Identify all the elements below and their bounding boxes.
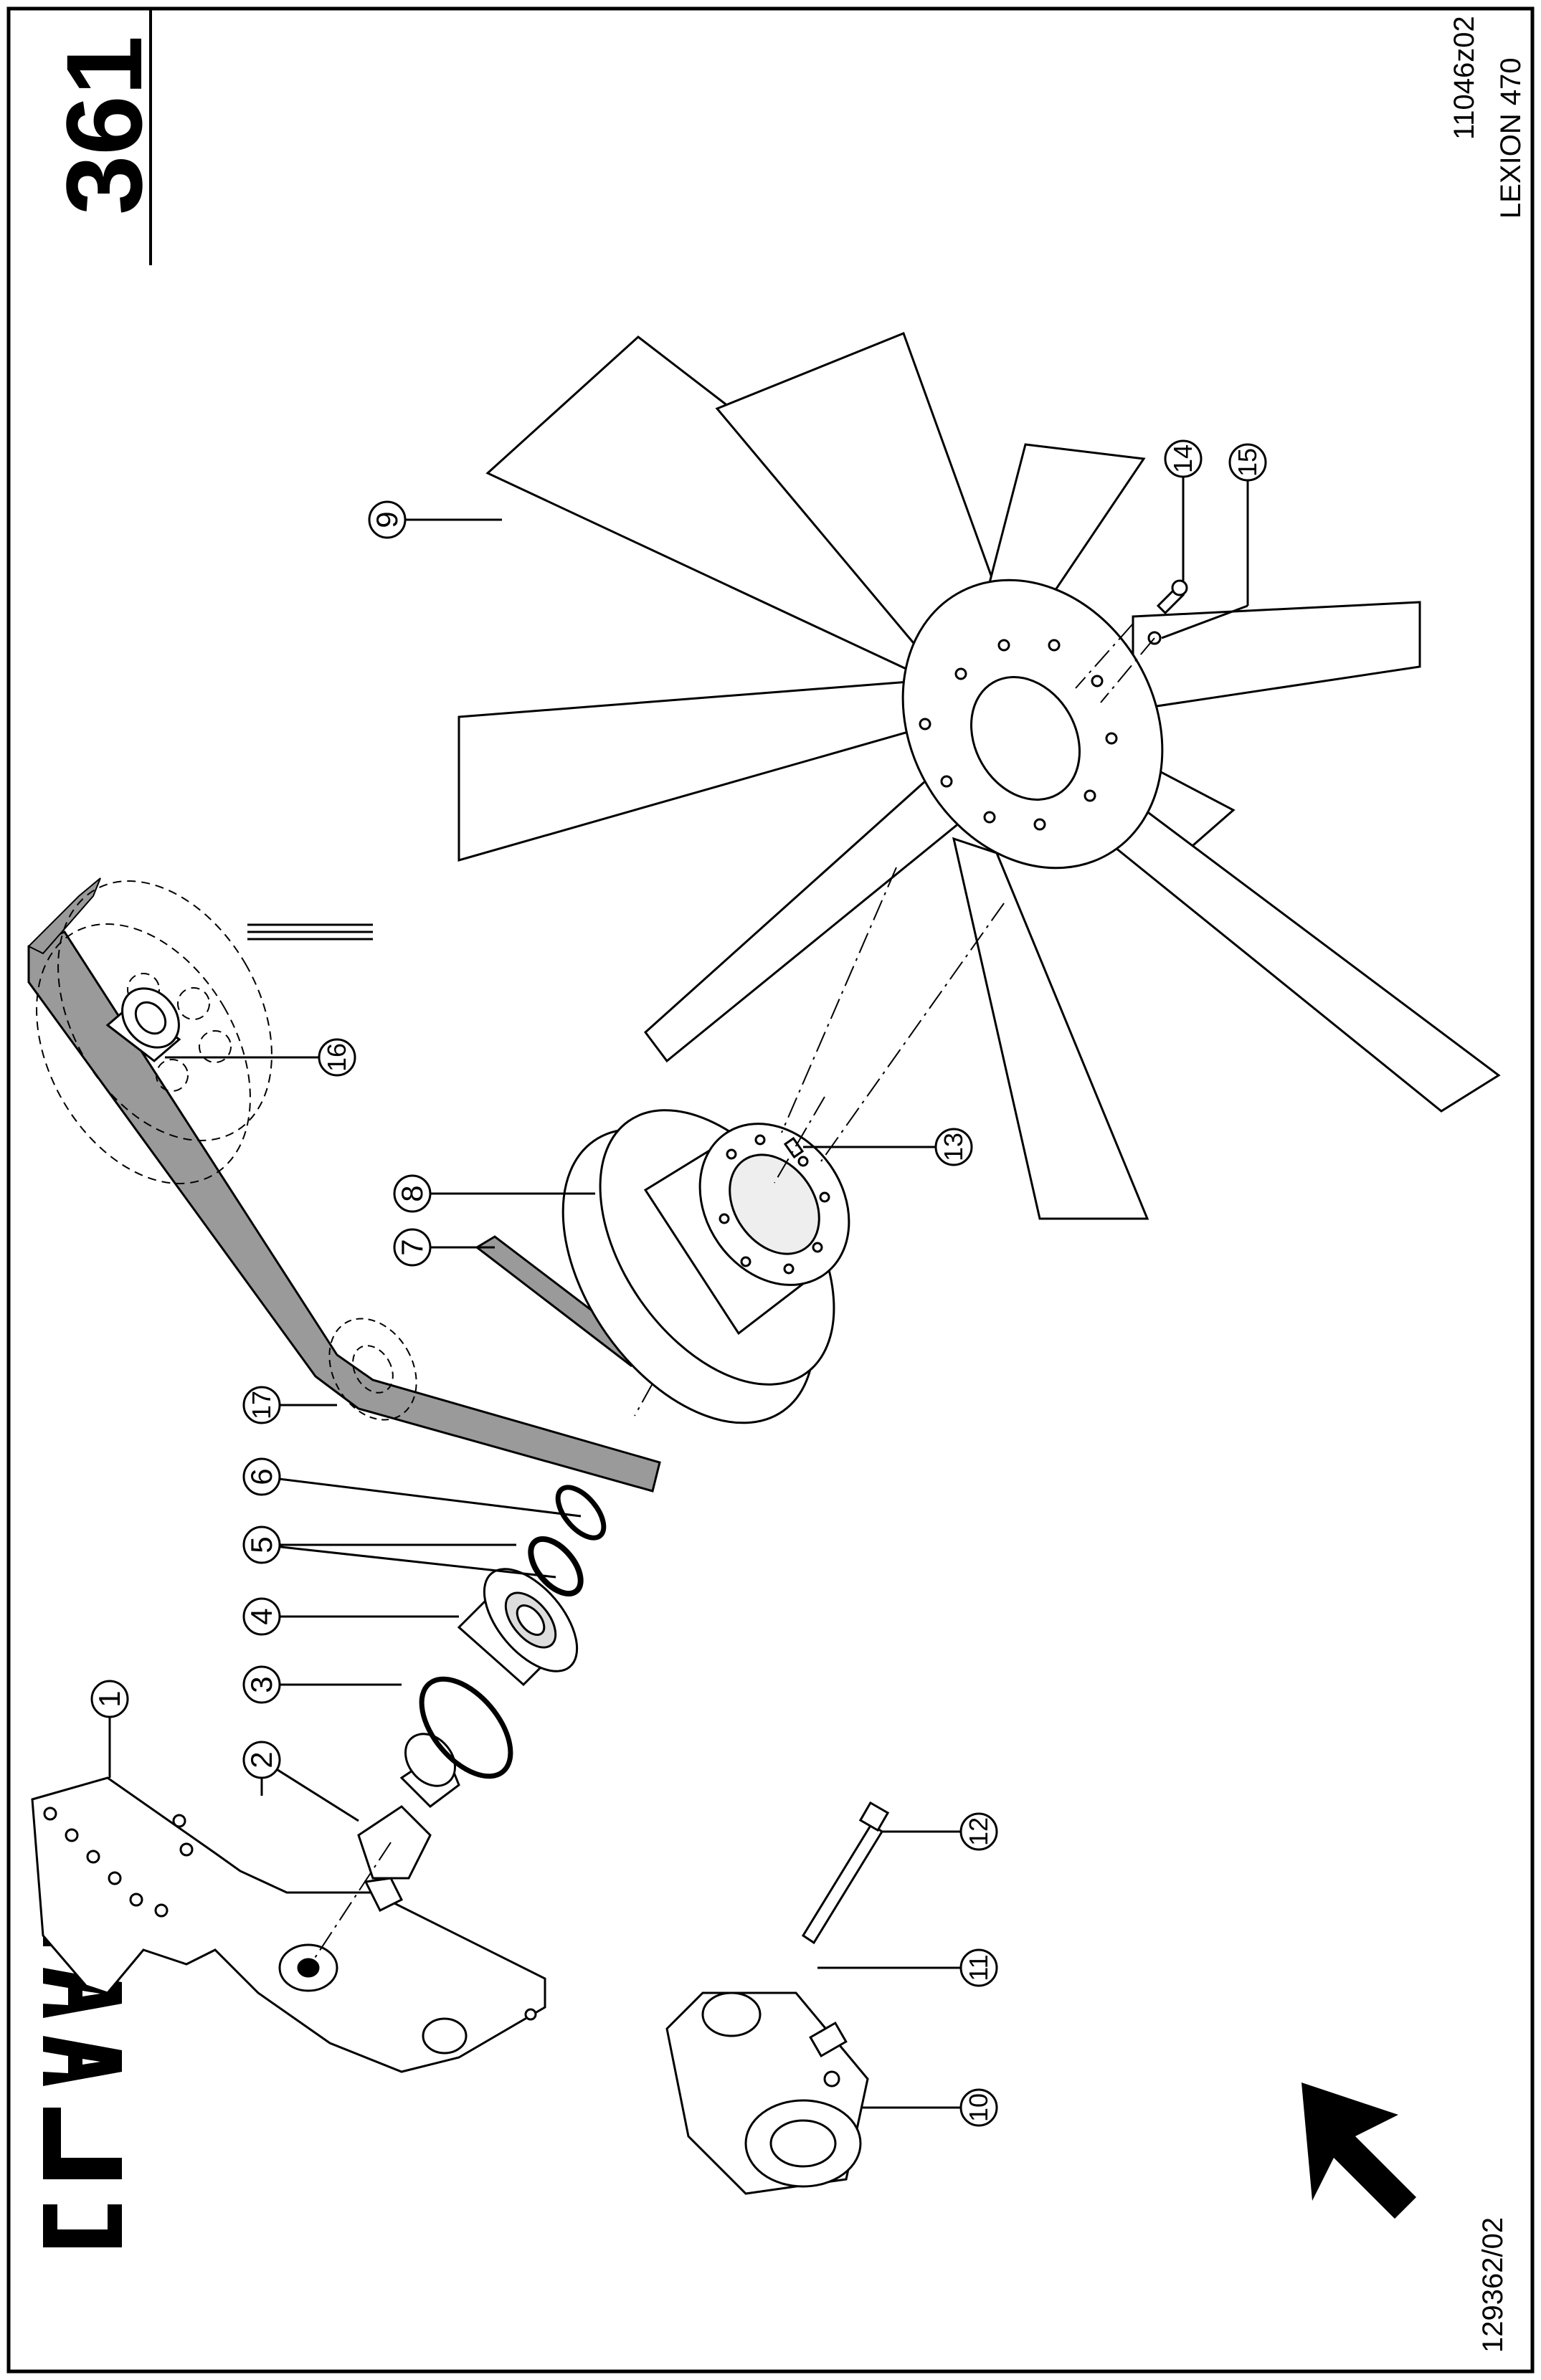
model-name: LEXION 470 [1495, 57, 1527, 219]
callout-9-label: 9 [370, 511, 404, 528]
callout-7-label: 7 [395, 1239, 429, 1256]
callout-9-circle [368, 500, 407, 539]
callout-12-label: 12 [964, 1817, 993, 1847]
callout-2-label: 2 [245, 1751, 278, 1769]
drawing-number: 129362/02 [1477, 2217, 1509, 2353]
page-number: 361 [44, 35, 164, 215]
pulley-drawing [561, 1109, 850, 1424]
belt-tensioner-drawing [665, 1991, 869, 2195]
callout-circles [90, 439, 1267, 2127]
set-screw-drawing [783, 1136, 805, 1159]
callout-10-label: 10 [964, 2093, 993, 2123]
callout-16-circle [318, 1038, 356, 1077]
callout-6-label: 6 [245, 1468, 278, 1485]
callout-11-label: 11 [964, 1954, 993, 1981]
ball-bearing-drawing [457, 1568, 579, 1687]
callout-14-label: 14 [1168, 444, 1198, 474]
callout-16-label: 16 [322, 1042, 351, 1072]
fan-wheel-drawing [457, 332, 1501, 1220]
callout-17-circle [242, 1386, 281, 1424]
callout-13-label: 13 [939, 1132, 968, 1162]
callout-15-label: 15 [1233, 447, 1262, 477]
circlip-large-drawing [419, 1676, 513, 1779]
ring-drawing [528, 1536, 584, 1597]
forward-direction-arrow-icon [1301, 2082, 1416, 2219]
idler-roller-drawing [105, 987, 181, 1062]
callout-8-circle [393, 1174, 432, 1213]
belt-ribs [247, 923, 373, 941]
callout-4-label: 4 [245, 1608, 278, 1625]
callout-6-circle [242, 1457, 281, 1496]
bracket-drawing [31, 1776, 546, 2073]
circlip-small-drawing [555, 1485, 607, 1541]
document-code: 11046z02 [1448, 16, 1480, 140]
drive-belt-back [27, 877, 101, 955]
callout-17-label: 17 [247, 1390, 276, 1420]
callout-13-circle [934, 1128, 973, 1166]
callout-7-circle [393, 1228, 432, 1267]
callout-1-label: 1 [93, 1690, 126, 1708]
hex-bolt-drawing [801, 1801, 890, 1945]
hidden-idler-pulley [328, 1318, 417, 1421]
callout-3-circle [242, 1665, 281, 1704]
assembly-axes [308, 623, 1155, 1969]
callout-3-label: 3 [245, 1676, 278, 1693]
callout-12-circle [959, 1812, 998, 1851]
callout-5-label: 5 [245, 1536, 278, 1553]
callout-11-circle [959, 1948, 998, 1987]
callout-1-circle [90, 1680, 129, 1718]
page-frame [6, 6, 1535, 2374]
callout-15-circle [1228, 443, 1267, 482]
screw-drawing [1156, 579, 1188, 615]
hidden-crank-pulley [36, 880, 272, 1184]
callout-10-circle [959, 2088, 998, 2127]
callout-14-circle [1164, 439, 1203, 478]
callout-4-circle [242, 1597, 281, 1636]
callout-8-label: 8 [395, 1185, 429, 1202]
drive-belt-drawing [27, 930, 661, 1493]
leader-lines [108, 459, 1249, 2109]
callout-5-circle [242, 1525, 281, 1564]
stub-shaft-drawing [357, 1733, 460, 1913]
callout-2-circle [242, 1741, 281, 1779]
